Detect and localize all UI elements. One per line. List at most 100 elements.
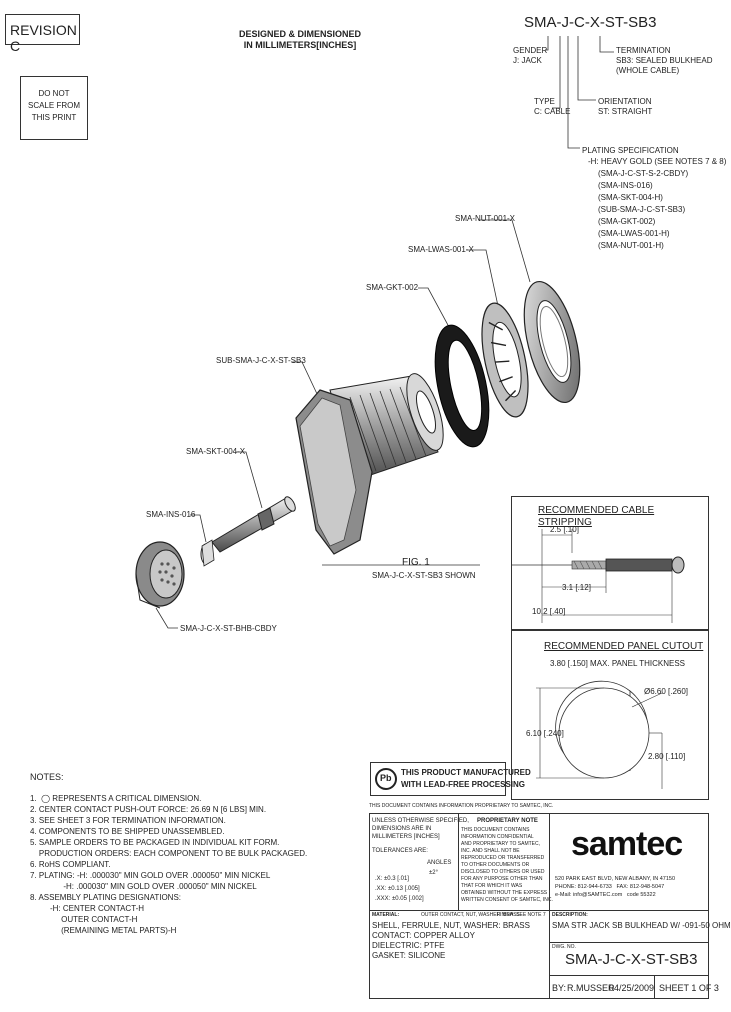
proprietary-line-6: TO OTHER DOCUMENTS OR xyxy=(461,862,530,868)
panel-cutout-subtitle: 3.80 [.150] MAX. PANEL THICKNESS xyxy=(550,659,686,668)
note-line-10: 8. ASSEMBLY PLATING DESIGNATIONS: xyxy=(30,893,182,902)
insulator-part xyxy=(200,539,215,567)
title-grid-by xyxy=(549,975,709,999)
note-line-12: OUTER CONTACT-H xyxy=(30,915,138,924)
address-line-1: 520 PARK EAST BLVD, NEW ALBANY, IN 47150 xyxy=(555,876,676,882)
socket-callout: SMA-SKT-004-X xyxy=(186,447,246,456)
orientation-value: ST: STRAIGHT xyxy=(598,107,653,116)
plating-line-2: (SMA-J-C-ST-S-2-CBDY) xyxy=(598,169,689,178)
tol-line-3: .XXX: ±0.05 [.002] xyxy=(375,896,424,902)
lead-free-icon-label: Pb xyxy=(380,773,392,783)
washer-callout: SMA-LWAS-001-X xyxy=(408,245,474,254)
scale-note-line-1: DO NOT xyxy=(38,89,70,98)
proprietary-line-4: INC. AND SHALL NOT BE xyxy=(461,848,520,854)
note-line-1: 1. ◯ REPRESENTS A CRITICAL DIMENSION. xyxy=(30,794,202,803)
cable-body-part xyxy=(135,541,185,609)
panel-cutout-box: RECOMMENDED PANEL CUTOUT 3.80 [.150] MAX… xyxy=(511,630,709,800)
strip-dim-1: 2.5 [.10] xyxy=(550,525,579,534)
part-code-number: SMA-J-C-X-ST-SB3 xyxy=(524,14,657,31)
proprietary-line-5: REPRODUCED OR TRANSFERRED xyxy=(461,855,545,861)
proprietary-line-3: AND PROPRIETARY TO SAMTEC, xyxy=(461,841,540,847)
plating-title: PLATING SPECIFICATION xyxy=(582,146,679,155)
termination-line-2: (WHOLE CABLE) xyxy=(616,66,680,75)
plating-line-6: (SMA-GKT-002) xyxy=(598,217,656,226)
scale-note-line-2: SCALE FROM xyxy=(27,101,80,110)
orientation-title: ORIENTATION xyxy=(598,97,652,106)
material-line-3: DIELECTRIC: PTFE xyxy=(372,941,445,950)
plating-line-7: (SMA-LWAS-001-H) xyxy=(598,229,670,238)
body-part xyxy=(295,373,444,555)
tolerances-label: TOLERANCES ARE: xyxy=(372,848,428,854)
lead-free-line-1: THIS PRODUCT MANUFACTURED xyxy=(401,768,531,777)
plating-line-8: (SMA-NUT-001-H) xyxy=(598,241,664,250)
type-title: TYPE xyxy=(534,97,555,106)
note-line-5: 5. SAMPLE ORDERS TO BE PACKAGED IN INDIV… xyxy=(30,838,280,847)
cable-body-leader xyxy=(155,607,178,629)
nut-leader xyxy=(478,219,531,283)
plating-line-4: (SMA-SKT-004-H) xyxy=(598,193,663,202)
revision-label: REVISION C xyxy=(10,22,77,54)
proprietary-line-8: FOR ANY PURPOSE OTHER THAN xyxy=(461,876,543,882)
part-code-tree-lines xyxy=(545,36,614,149)
note-line-4: 4. COMPONENTS TO BE SHIPPED UNASSEMBLED. xyxy=(30,827,225,836)
by-value: R.MUSSER xyxy=(567,983,615,993)
cable-stripping-figure xyxy=(512,529,685,623)
by-label: BY: xyxy=(552,983,567,993)
title-block-small-print: THIS DOCUMENT CONTAINS INFORMATION PROPR… xyxy=(369,803,554,809)
note-line-7: 6. RoHS COMPLIANT. xyxy=(30,860,111,869)
address-line-2: PHONE: 812-944-6733 FAX: 812-948-5047 xyxy=(555,884,665,890)
nut-callout: SMA-NUT-001-X xyxy=(455,214,516,223)
designed-note-line-1: DESIGNED & DIMENSIONED xyxy=(238,29,361,39)
material-head-label: MATERIAL: xyxy=(372,912,400,918)
cable-stripping-title: RECOMMENDED CABLE STRIPPING xyxy=(538,505,655,528)
material-list: SHELL, FERRULE, NUT, WASHER: BRASS CONTA… xyxy=(372,921,530,961)
drawing-number: SMA-J-C-X-ST-SB3 xyxy=(565,951,698,968)
unless-line-2: DIMENSIONS ARE IN xyxy=(372,826,432,832)
proprietary-line-10: OBTAINED WITHOUT THE EXPRESS xyxy=(461,890,548,896)
proprietary-line-11: WRITTEN CONSENT OF SAMTEC, INC. xyxy=(461,897,553,903)
scale-note-box: DO NOT SCALE FROM THIS PRINT xyxy=(20,76,88,140)
finish-head: FINISH: SEE NOTE 7 xyxy=(497,912,546,918)
unless-line-3: MILLIMETERS [INCHES] xyxy=(372,834,440,840)
proprietary-line-7: DISCLOSED TO OTHERS OR USED xyxy=(461,869,545,875)
sheet-value: SHEET 1 OF 3 xyxy=(659,983,719,993)
nut-part xyxy=(523,280,581,404)
gender-title: GENDER xyxy=(513,46,548,55)
socket-leader xyxy=(236,451,263,509)
plating-line-1: -H: HEAVY GOLD (SEE NOTES 7 & 8) xyxy=(588,157,727,166)
panel-flat: 2.80 [.110] xyxy=(648,752,686,761)
title-block: THIS DOCUMENT CONTAINS INFORMATION PROPR… xyxy=(369,803,731,999)
material-line-1: SHELL, FERRULE, NUT, WASHER: BRASS xyxy=(372,921,530,930)
note-line-3: 3. SEE SHEET 3 FOR TERMINATION INFORMATI… xyxy=(30,816,226,825)
date-value: 04/25/2009 xyxy=(609,983,655,993)
designed-note-line-2: IN MILLIMETERS[INCHES] xyxy=(243,40,357,50)
figure-label: FIG. 1 xyxy=(402,557,430,568)
revision-box: REVISION C xyxy=(5,14,80,54)
lead-free-box: Pb THIS PRODUCT MANUFACTURED WITH LEAD-F… xyxy=(370,762,531,796)
angles-value: ±2° xyxy=(429,870,439,876)
panel-height: 6.10 [.240] xyxy=(526,729,564,738)
unless-line-1: UNLESS OTHERWISE SPECIFIED, xyxy=(372,818,469,824)
drawing-label: DWG. NO. xyxy=(552,944,576,950)
sheet-divider xyxy=(654,975,655,999)
angles-label: ANGLES xyxy=(427,860,452,866)
plating-line-5: (SUB-SMA-J-C-ST-SB3) xyxy=(598,205,686,214)
scale-note-line-3: THIS PRINT xyxy=(31,113,77,122)
proprietary-line-2: INFORMATION CONFIDENTIAL xyxy=(461,834,534,840)
proprietary-text: THIS DOCUMENT CONTAINS INFORMATION CONFI… xyxy=(461,827,553,904)
note-line-8: 7. PLATING: -H: .000030" MIN GOLD OVER .… xyxy=(30,871,271,880)
description-value: SMA STR JACK SB BULKHEAD W/ -091-50 OHM xyxy=(552,921,731,930)
insulator-leader xyxy=(190,514,207,543)
body-callout: SUB-SMA-J-C-X-ST-SB3 xyxy=(216,356,306,365)
gasket-callout: SMA-GKT-002 xyxy=(366,283,419,292)
notes-title: NOTES: xyxy=(30,772,64,782)
strip-dim-2: 3.1 [.12] xyxy=(562,583,591,592)
washer-part xyxy=(481,302,529,418)
type-value: C: CABLE xyxy=(534,107,571,116)
tol-line-2: .XX: ±0.13 [.005] xyxy=(375,886,420,892)
figure-caption: SMA-J-C-X-ST-SB3 SHOWN xyxy=(372,571,476,580)
note-line-11: -H: CENTER CONTACT-H xyxy=(30,904,145,913)
proprietary-title: PROPRIETARY NOTE xyxy=(477,818,538,824)
gasket-leader xyxy=(418,287,457,341)
panel-cutout-figure xyxy=(536,680,663,789)
